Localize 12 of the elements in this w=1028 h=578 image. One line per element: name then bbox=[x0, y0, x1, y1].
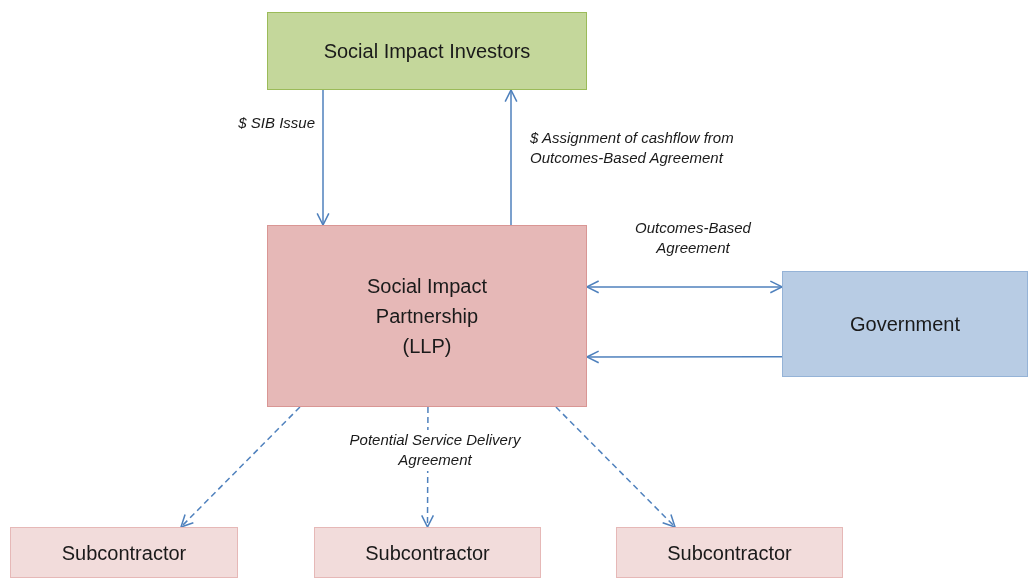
subcontractor-box: Subcontractor bbox=[314, 527, 541, 578]
government-box: Government bbox=[782, 271, 1028, 377]
arrow bbox=[180, 406, 301, 528]
arrow bbox=[586, 350, 783, 364]
arrow bbox=[504, 89, 518, 226]
subcontractor-box: Subcontractor bbox=[616, 527, 843, 578]
arrow bbox=[555, 406, 676, 528]
subcontractor-box: Subcontractor bbox=[10, 527, 238, 578]
investor-box: Social Impact Investors bbox=[267, 12, 587, 90]
partnership-box: Social Impact Partnership (LLP) bbox=[267, 225, 587, 407]
arrow bbox=[316, 89, 330, 226]
arrow bbox=[586, 280, 783, 294]
